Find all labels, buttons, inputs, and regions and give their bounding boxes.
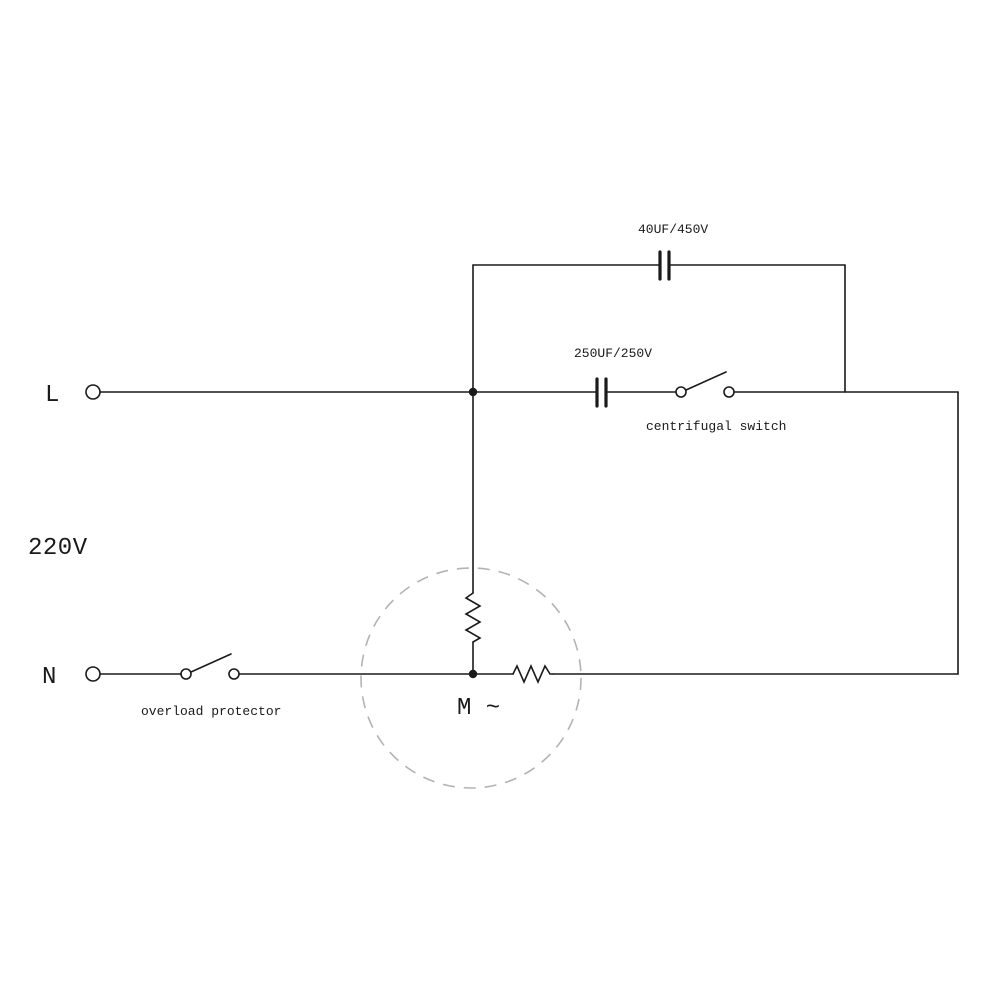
switch-contact xyxy=(675,386,687,398)
motor-junction-dot xyxy=(468,669,478,679)
voltage-label: 220V xyxy=(28,535,88,562)
motor-body-outline xyxy=(360,567,582,789)
l-terminal xyxy=(85,384,101,400)
overload-protector-symbol xyxy=(180,653,240,680)
n-terminal xyxy=(85,666,101,682)
start-capacitor-symbol xyxy=(595,377,608,408)
line-n-label: N xyxy=(42,664,57,691)
aux-winding-symbol xyxy=(512,664,554,684)
motor-label: M ~ xyxy=(457,695,500,722)
start-capacitor-label: 250UF/250V xyxy=(574,346,652,361)
line-l-label: L xyxy=(45,382,60,409)
switch-blade xyxy=(190,653,232,673)
main-winding-symbol xyxy=(464,592,482,643)
switch-contact xyxy=(228,668,240,680)
switch-contact xyxy=(723,386,735,398)
l-junction-dot xyxy=(468,387,478,397)
junction-dots xyxy=(468,387,478,679)
wires xyxy=(85,250,959,684)
switch-contact xyxy=(180,668,192,680)
switch-blade xyxy=(685,371,727,391)
overload-protector-label: overload protector xyxy=(141,704,281,719)
run-capacitor-symbol xyxy=(658,250,671,281)
centrifugal-switch-label: centrifugal switch xyxy=(646,419,786,434)
run-capacitor-label: 40UF/450V xyxy=(638,222,708,237)
labels: L 220V N 40UF/450V 250UF/250V centrifuga… xyxy=(28,222,786,722)
centrifugal-switch-symbol xyxy=(675,371,735,398)
